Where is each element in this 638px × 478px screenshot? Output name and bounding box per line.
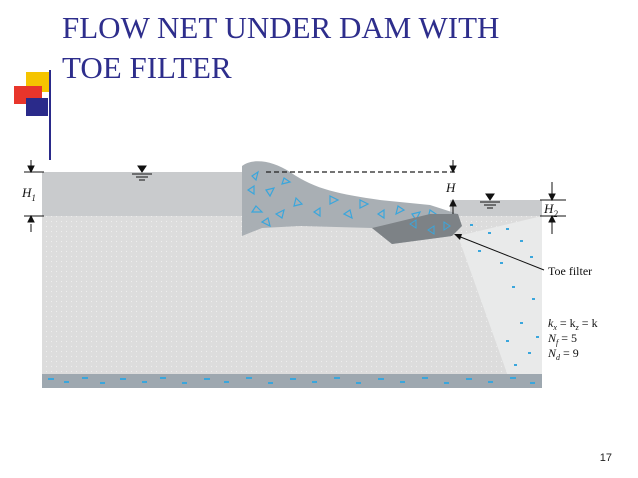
toe-filter-aggregate: [409, 219, 451, 235]
h2-dimension: [540, 182, 566, 234]
h2-label: H2: [543, 201, 558, 219]
downstream-soil-region: [458, 216, 542, 376]
h-label: H: [445, 180, 456, 195]
toe-filter-label: Toe filter: [548, 264, 592, 278]
page-number: 17: [599, 452, 612, 464]
gravel-bed: [42, 374, 542, 388]
upstream-water: [42, 172, 242, 216]
upstream-water-level-symbol: [132, 165, 152, 181]
title-line-1: FLOW NET UNDER DAM WITH: [62, 10, 500, 45]
flow-channels-equation: Nf = 5: [547, 331, 577, 347]
h-dimension: [449, 160, 457, 214]
title-line-2: TOE FILTER: [62, 50, 232, 85]
gravel-bed-speckles: [48, 377, 535, 384]
toe-filter: [372, 214, 462, 244]
downstream-water-level-symbol: [480, 193, 500, 209]
h1-dimension: [24, 160, 44, 232]
potential-drops-equation: Nd = 9: [547, 346, 579, 362]
toe-filter-arrowhead: [454, 234, 462, 240]
toe-filter-pointer: [457, 235, 545, 271]
downstream-water: [450, 200, 542, 216]
title-decoration: [14, 70, 51, 160]
permeable-soil: [42, 216, 542, 376]
permeability-equation: kx = kz = k: [548, 316, 598, 332]
h1-label: H1: [21, 185, 36, 203]
seepage-speckles: [470, 224, 539, 366]
slide-title: FLOW NET UNDER DAM WITH TOE FILTER: [62, 8, 622, 88]
